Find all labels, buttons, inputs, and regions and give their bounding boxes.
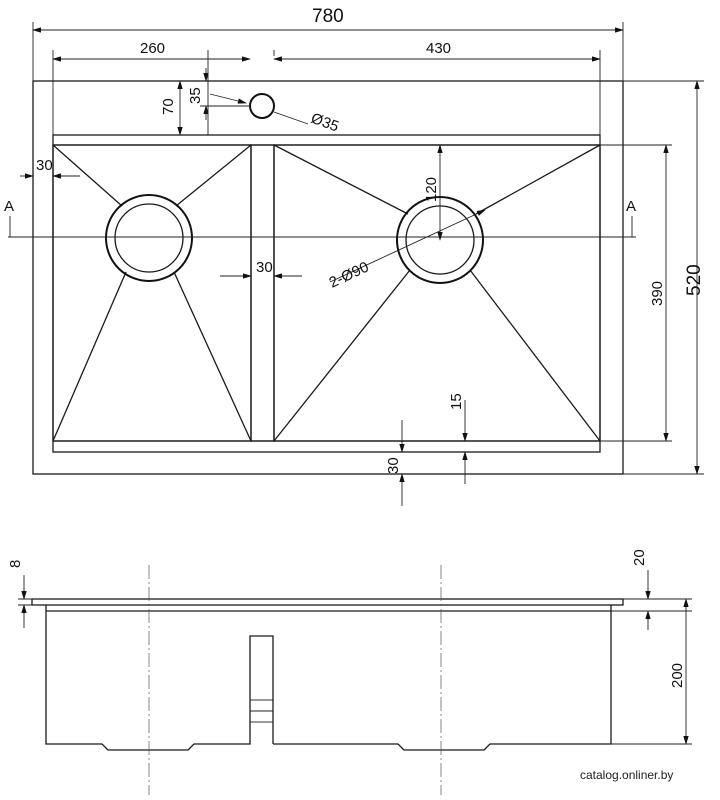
sink-inner-frame	[52, 134, 601, 453]
dim-divider-30: 30	[256, 259, 273, 276]
left-drain-outer	[105, 194, 193, 282]
right-bowl-profile	[273, 611, 612, 751]
sink-outer-outline	[32, 80, 624, 475]
dim-bottom-15: 15	[448, 393, 465, 410]
rim-top	[31, 598, 624, 606]
dim-tap-35: 35	[187, 87, 204, 104]
tap-hole	[249, 93, 275, 119]
side-view: 8 20 200	[7, 549, 692, 795]
dim-rim-20: 20	[631, 549, 648, 566]
left-drain-inner	[114, 203, 184, 273]
dim-drain-120: 120	[423, 177, 440, 202]
dim-edge-30-left: 30	[36, 157, 53, 174]
left-bowl-profile	[45, 611, 274, 751]
dim-depth-200: 200	[669, 663, 686, 688]
bowl-divider	[250, 144, 275, 442]
dim-left-offset: 260	[140, 40, 165, 57]
top-view: A A 780 260 430 70 35 Ø35 30	[4, 6, 705, 506]
dim-overall-width: 780	[312, 6, 344, 27]
right-bowl	[273, 144, 601, 442]
dim-tap-70: 70	[160, 98, 177, 115]
section-label-a-left: A	[4, 198, 14, 215]
dim-drain-holes: 2-Ø90	[327, 259, 372, 292]
watermark-text: catalog.onliner.by	[580, 768, 673, 782]
dim-tap-hole: Ø35	[309, 110, 341, 136]
left-bowl	[52, 144, 252, 442]
section-label-a-right: A	[626, 198, 636, 215]
dim-overall-520: 520	[684, 264, 705, 296]
dim-right-offset: 430	[426, 40, 451, 57]
dim-inner-390: 390	[649, 281, 666, 306]
dim-bottom-30: 30	[385, 457, 402, 474]
dim-rim-8: 8	[7, 560, 24, 568]
